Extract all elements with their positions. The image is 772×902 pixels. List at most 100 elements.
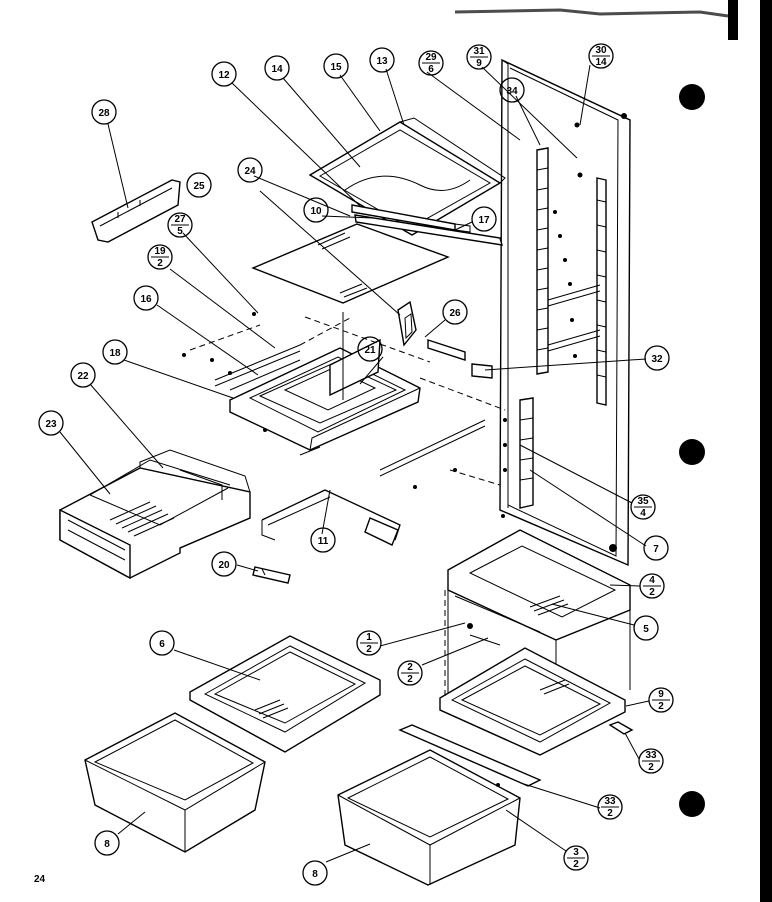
label-34: 34 (506, 86, 518, 97)
callout-34: 34 (499, 77, 525, 103)
callout-5: 5 (633, 615, 659, 641)
label-25: 25 (193, 181, 205, 192)
label-28: 28 (98, 108, 110, 119)
callout-3-2: 3 2 (563, 845, 589, 871)
label-30-top: 30 (595, 45, 607, 56)
callout-32: 32 (644, 345, 670, 371)
callout-4-2: 4 2 (639, 573, 665, 599)
callout-17: 17 (471, 206, 497, 232)
upper-shelf-assembly (308, 117, 506, 246)
switch-assembly (397, 300, 493, 379)
callout-21: 21 (357, 336, 383, 362)
label-4-top: 4 (649, 575, 655, 586)
callout-18: 18 (102, 339, 128, 365)
label-16: 16 (140, 294, 152, 305)
callout-30-14: 30 14 (588, 43, 614, 69)
label-17: 17 (478, 215, 490, 226)
callout-29-6: 29 6 (418, 50, 444, 76)
label-11: 11 (318, 536, 329, 547)
label-21: 21 (364, 345, 376, 356)
label-29-top: 29 (425, 52, 437, 63)
callout-12: 12 (211, 61, 237, 87)
callout-20: 20 (211, 551, 237, 577)
pan-frame-left (189, 635, 381, 753)
label-8-right: 8 (312, 869, 318, 880)
clip (252, 566, 291, 584)
label-6: 6 (159, 639, 165, 650)
dairy-door (91, 179, 181, 243)
label-33b-top: 33 (604, 796, 616, 807)
label-1-top: 1 (366, 632, 372, 643)
label-18: 18 (109, 348, 121, 359)
callout-2-2: 2 2 (397, 660, 423, 686)
callout-8-left: 8 (94, 830, 120, 856)
callout-16: 16 (133, 285, 159, 311)
label-29-bottom: 6 (428, 64, 434, 75)
callout-13: 13 (369, 47, 395, 73)
callouts: 28 12 14 15 13 24 25 10 (38, 43, 674, 886)
callout-26: 26 (442, 299, 468, 325)
callout-33-2-lower: 33 2 (597, 794, 623, 820)
label-26: 26 (449, 308, 461, 319)
label-24: 24 (244, 166, 256, 177)
shelf-ladder-lower (519, 397, 534, 509)
callout-22: 22 (70, 362, 96, 388)
callout-35-4: 35 4 (630, 494, 656, 520)
binder-hole-bottom (679, 791, 705, 817)
callout-27-5: 27 5 (167, 212, 193, 238)
screw-holes (501, 113, 627, 518)
callout-28: 28 (91, 99, 117, 125)
label-32: 32 (651, 354, 663, 365)
label-33a-top: 33 (645, 750, 657, 761)
label-12: 12 (218, 70, 230, 81)
label-30-bottom: 14 (595, 57, 607, 68)
binder-hole-top (679, 84, 705, 110)
label-22: 22 (77, 371, 89, 382)
label-1-bottom: 2 (366, 644, 372, 655)
label-3-top: 3 (573, 847, 579, 858)
callout-7: 7 (643, 535, 669, 561)
label-35-top: 35 (637, 496, 649, 507)
small-screws (182, 312, 617, 787)
label-7: 7 (653, 544, 659, 555)
label-19-bottom: 2 (157, 258, 163, 269)
label-31-top: 31 (473, 46, 485, 57)
label-19-top: 19 (154, 246, 166, 257)
callout-24: 24 (237, 157, 263, 183)
callout-15: 15 (323, 53, 349, 79)
pan-frame-right (439, 647, 626, 756)
label-27-bottom: 5 (177, 226, 183, 237)
wire-support (261, 489, 401, 546)
crisper-pan-left (84, 712, 266, 853)
callout-11: 11 (310, 527, 336, 553)
label-2-bottom: 2 (407, 674, 413, 685)
callout-9-2: 9 2 (648, 687, 674, 713)
label-20: 20 (218, 560, 230, 571)
scan-artifacts (454, 0, 772, 902)
callout-6: 6 (149, 630, 175, 656)
callout-33-2-upper: 33 2 (638, 748, 664, 774)
support-rails (547, 284, 601, 352)
leader-lines (59, 64, 650, 863)
callout-14: 14 (264, 55, 290, 81)
drawer-rails (398, 590, 634, 787)
label-8-left: 8 (104, 839, 110, 850)
label-23: 23 (45, 419, 57, 430)
callout-25: 25 (186, 172, 212, 198)
label-5: 5 (643, 624, 649, 635)
label-9-top: 9 (658, 689, 664, 700)
label-9-bottom: 2 (658, 701, 664, 712)
label-13: 13 (376, 56, 388, 67)
shelf-ladder-left (536, 147, 549, 375)
crisper-cover-frame (229, 312, 421, 451)
callout-1-2: 1 2 (356, 630, 382, 656)
label-27-top: 27 (174, 214, 186, 225)
label-35-bottom: 4 (640, 508, 646, 519)
label-14: 14 (271, 64, 283, 75)
callout-31-9: 31 9 (466, 44, 492, 70)
callout-8-right: 8 (302, 860, 328, 886)
callout-10: 10 (303, 197, 329, 223)
callout-19-2: 19 2 (147, 244, 173, 270)
label-3-bottom: 2 (573, 859, 579, 870)
